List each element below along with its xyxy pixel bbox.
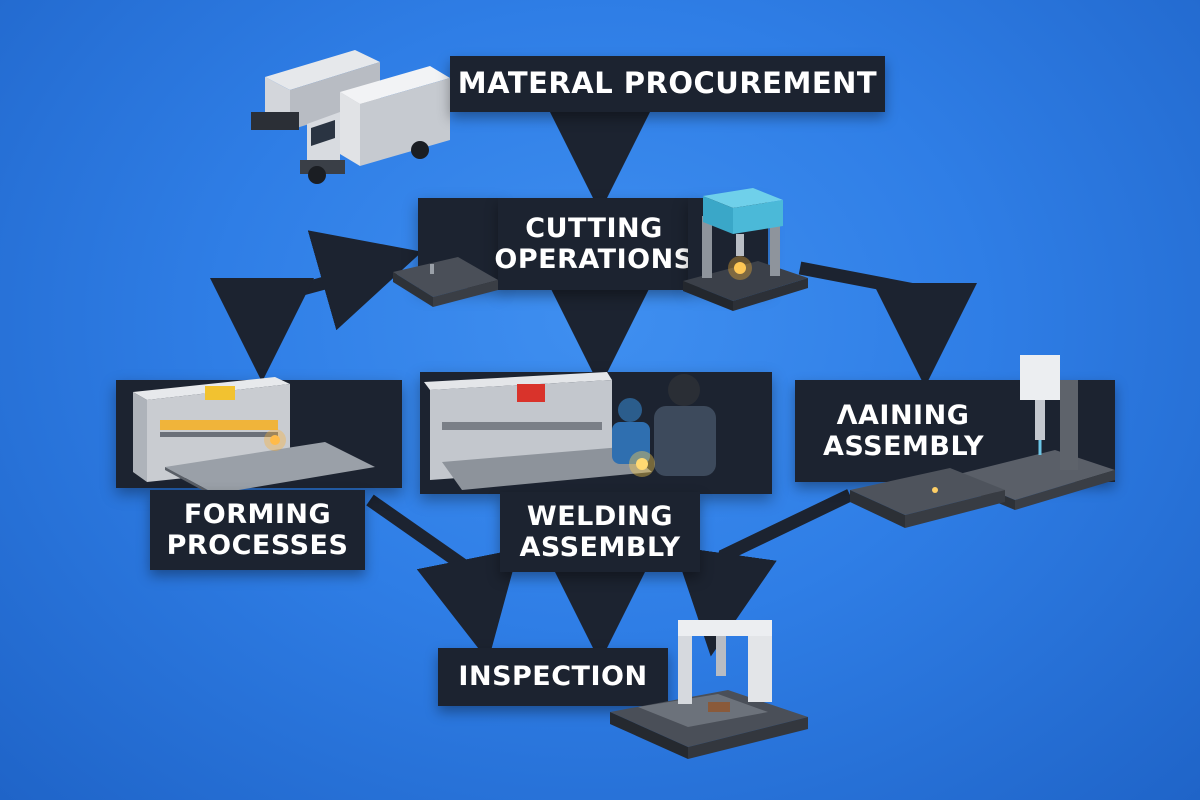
node-welding-line2: ASSEMBLY [519,532,681,563]
inspection-machine-icon [610,620,808,759]
metal-plate-icon [393,257,498,307]
welders-icon [424,372,716,490]
node-cutting-operations: CUTTING OPERATIONS [494,198,693,290]
node-machining-line1: ΛAINING [836,399,970,431]
node-inspection: INSPECTION [438,648,668,706]
arrow-machining-to-inspection [673,489,853,657]
arrow-cutting-to-machining [798,261,977,387]
node-cutting-line2: OPERATIONS [494,244,694,275]
node-machining-line2: ASSEMBLY [823,431,985,462]
node-inspection-label: INSPECTION [458,661,648,693]
node-forming-line1: FORMING [183,498,332,530]
node-material-procurement: MATERAL PROCUREMENT [450,56,885,112]
laser-cutter-icon [683,188,808,311]
arrow-forming-to-inspection [366,494,519,661]
cnc-machine-icon [850,355,1115,528]
node-welding-line1: WELDING [526,500,674,532]
delivery-truck-icon [251,50,450,184]
arrow-cutting-back-head [307,230,422,331]
node-forming-line2: PROCESSES [166,530,349,561]
node-forming-processes: FORMING PROCESSES [150,490,365,570]
node-welding-assembly: WELDING ASSEMBLY [500,492,700,572]
node-material-procurement-label: MATERAL PROCUREMENT [457,66,878,101]
press-brake-icon [133,377,375,497]
arrow-cutting-to-forming [210,261,382,382]
node-cutting-line1: CUTTING [525,212,663,244]
